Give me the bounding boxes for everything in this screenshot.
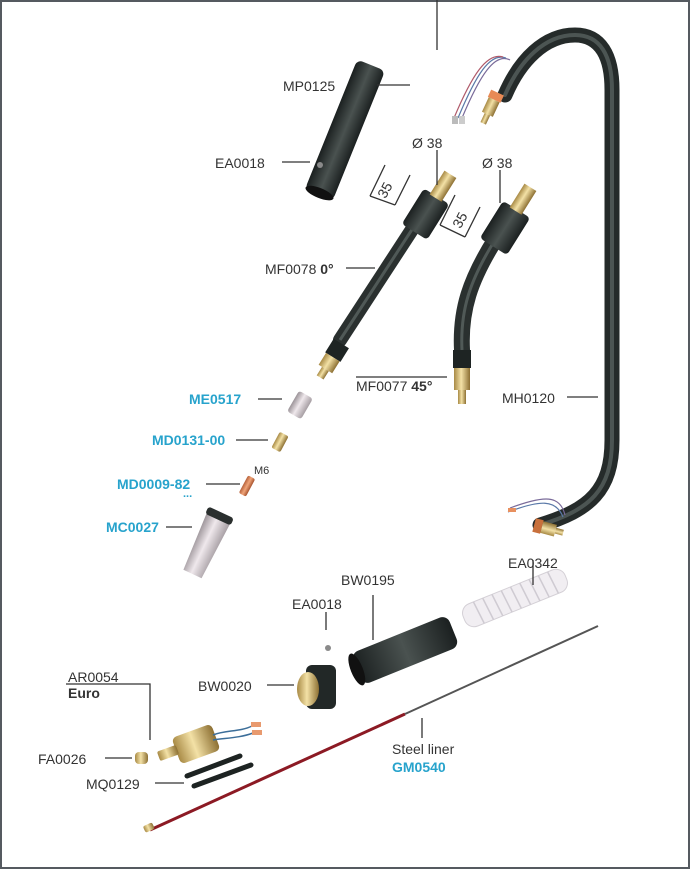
part-me0517-diffuser — [288, 391, 312, 419]
label-md0009-82: MD0009-82 — [117, 476, 191, 492]
dim-thread-m6: M6 — [254, 465, 270, 477]
leader-lines — [66, 0, 598, 784]
part-md0009-tip — [239, 475, 255, 497]
label-bw0020: BW0020 — [198, 678, 252, 694]
liner-end-fitting — [143, 822, 155, 833]
dim-diameter-2: Ø 38 — [482, 155, 513, 171]
part-mf0078-neck — [316, 170, 457, 380]
label-ar0054-euro: Euro — [68, 685, 100, 701]
part-mq0129-tubes — [184, 753, 254, 789]
part-fa0026-nut — [135, 752, 148, 764]
part-ar0054-euro-connector — [157, 722, 262, 763]
dim-diameter-1: Ø 38 — [412, 135, 443, 151]
label-steel-liner: Steel liner — [392, 741, 455, 757]
label-ea0018-bottom: EA0018 — [292, 596, 342, 612]
label-ea0018-top: EA0018 — [215, 155, 265, 171]
label-mp0125: MP0125 — [283, 78, 336, 94]
label-md0131-00: MD0131-00 — [152, 432, 226, 448]
label-ar0054: AR0054 — [68, 669, 119, 685]
part-mf0077-neck — [453, 183, 537, 404]
label-me0517: ME0517 — [189, 391, 242, 407]
part-gm0540-liner-red — [149, 712, 406, 832]
hose-mh0120 — [452, 27, 620, 537]
label-md0009-82-more: ... — [183, 488, 193, 500]
label-mq0129: MQ0129 — [86, 776, 140, 792]
part-gm0540-liner-steel — [404, 625, 599, 715]
part-bw0195-handle — [348, 617, 458, 686]
label-fa0026: FA0026 — [38, 751, 87, 767]
label-mc0027: MC0027 — [106, 519, 159, 535]
label-mf0078: MF0078 0° — [265, 261, 334, 277]
label-bw0195: BW0195 — [341, 572, 395, 588]
part-md0131-adapter — [272, 432, 288, 452]
label-mf0077-angle: 45° — [411, 378, 433, 394]
label-mf0078-code: MF0078 — [265, 261, 317, 277]
label-mf0078-angle: 0° — [320, 261, 334, 277]
label-mf0077: MF0077 45° — [356, 378, 432, 394]
part-bw0020-nut — [297, 665, 336, 709]
label-ea0342: EA0342 — [508, 555, 558, 571]
label-gm0540: GM0540 — [392, 759, 446, 775]
part-ea0018-bottom-screw — [325, 645, 331, 651]
part-mc0027-nozzle — [183, 507, 233, 579]
label-mf0077-code: MF0077 — [356, 378, 408, 394]
label-mh0120: MH0120 — [502, 390, 555, 406]
part-ea0342-spring — [462, 568, 568, 628]
part-mp0125-sleeve — [305, 61, 384, 201]
part-ea0018-top-screw — [317, 162, 323, 168]
